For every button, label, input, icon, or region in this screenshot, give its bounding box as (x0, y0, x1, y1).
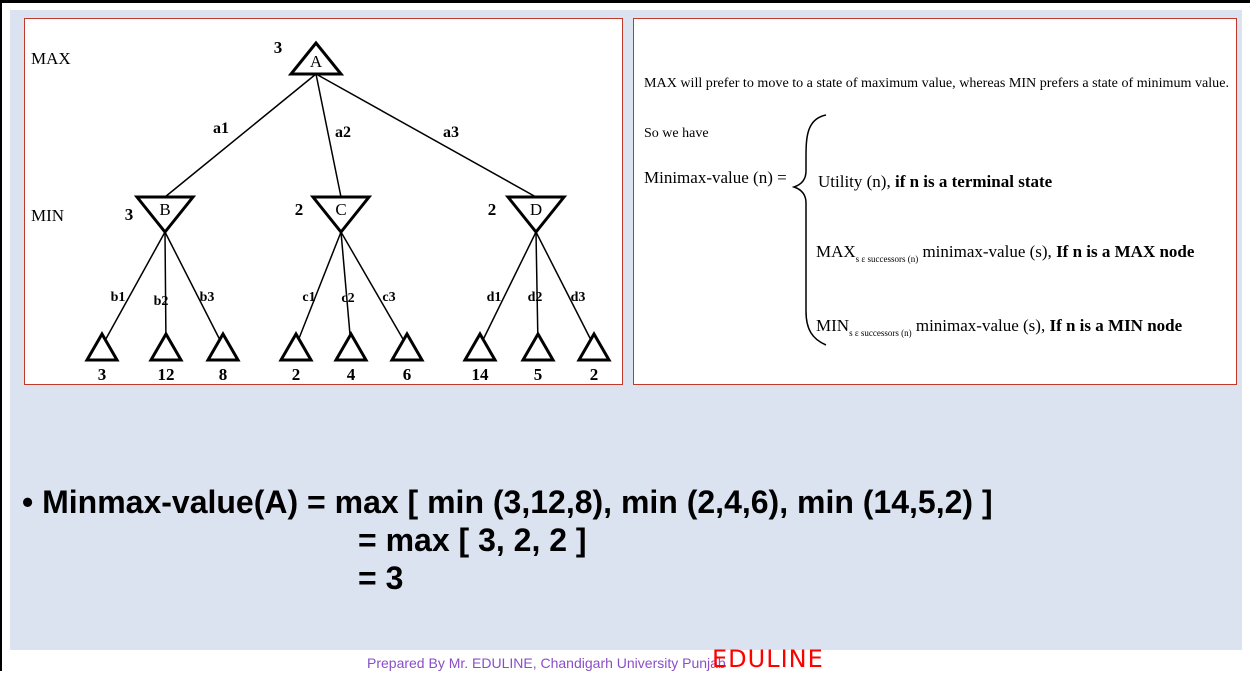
edge-b1 (101, 231, 166, 347)
leaf-node-1 (84, 330, 120, 362)
edge-label-c2: c2 (341, 291, 354, 306)
root-node-a (287, 40, 345, 76)
footer-brand: EDULINE (712, 645, 824, 673)
edge-label-b1: b1 (111, 290, 126, 305)
leaf-value-1: 3 (98, 365, 107, 384)
leaf-value-9: 2 (590, 365, 599, 384)
min-node-b (133, 195, 197, 235)
leaf-node-4 (278, 330, 314, 362)
definition-intro: MAX will prefer to move to a state of ma… (644, 75, 1229, 90)
edge-c1 (295, 231, 342, 347)
case3-subscript: s ε successors (n) (849, 328, 912, 338)
leaf-value-4: 2 (292, 365, 301, 384)
minimax-definition-box: MAX will prefer to move to a state of ma… (633, 18, 1237, 385)
node-b-label: B (159, 200, 170, 219)
definition-so-we-have: So we have (644, 126, 709, 141)
leaf-node-2 (148, 330, 184, 362)
case2-operator: MAX (816, 242, 856, 261)
edge-a2 (315, 73, 342, 198)
edge-label-c3: c3 (382, 290, 395, 305)
leaf-value-5: 4 (347, 365, 356, 384)
root-value: 3 (274, 38, 283, 57)
edge-b2 (164, 231, 167, 347)
min-level-label: MIN (31, 206, 64, 225)
case1-condition: if n is a terminal state (895, 172, 1053, 191)
edge-label-c1: c1 (302, 290, 315, 305)
case2-text: minimax-value (s), (918, 242, 1056, 261)
edge-label-d2: d2 (528, 290, 543, 305)
minimax-definition: MAX will prefer to move to a state of ma… (644, 75, 1229, 346)
edge-c3 (340, 231, 408, 347)
leaf-node-7 (462, 330, 498, 362)
edge-c2 (340, 231, 352, 347)
equation-line-3: = 3 (358, 560, 404, 596)
node-c-value: 2 (295, 200, 304, 219)
node-b-value: 3 (125, 205, 134, 224)
leaf-node-3 (205, 330, 241, 362)
leaf-node-9 (576, 330, 612, 362)
min-node-d (504, 195, 568, 235)
max-level-label: MAX (31, 49, 71, 68)
edge-a3 (315, 73, 537, 198)
footer-credit: Prepared By Mr. EDULINE, Chandigarh Univ… (367, 655, 726, 671)
leaf-value-2: 12 (158, 365, 175, 384)
case-max: MAXs ε successors (n) minimax-value (s),… (816, 242, 1195, 264)
edge-b3 (164, 231, 224, 347)
case3-condition: If n is a MIN node (1049, 316, 1182, 335)
edge-label-a3: a3 (443, 124, 459, 141)
node-d-value: 2 (488, 200, 497, 219)
left-border (0, 0, 2, 671)
equation-line-1: • Minmax-value(A) = max [ min (3,12,8), … (22, 484, 993, 520)
case1-text: Utility (n), (818, 172, 895, 191)
leaf-value-8: 5 (534, 365, 543, 384)
edge-label-b3: b3 (200, 290, 215, 305)
game-tree-diagram: A 3 B C D 3 2 2 MAX MIN a1 a2 a3 b1 b2 b… (31, 38, 612, 384)
root-label: A (310, 52, 323, 71)
edge-label-b2: b2 (154, 294, 169, 309)
edge-label-a2: a2 (335, 124, 351, 141)
case2-subscript: s ε successors (n) (856, 254, 919, 264)
node-d-label: D (530, 200, 542, 219)
edge-d2 (535, 231, 539, 347)
leaf-node-8 (520, 330, 556, 362)
leaf-node-6 (389, 330, 425, 362)
worked-equation: • Minmax-value(A) = max [ min (3,12,8), … (22, 483, 993, 597)
edge-a1 (164, 73, 317, 198)
case3-operator: MIN (816, 316, 849, 335)
leaf-value-7: 14 (472, 365, 490, 384)
definition-lhs: Minimax-value (n) = (644, 168, 787, 187)
leaf-value-3: 8 (219, 365, 228, 384)
case-min: MINs ε successors (n) minimax-value (s),… (816, 316, 1183, 338)
case2-condition: If n is a MAX node (1056, 242, 1195, 261)
leaf-value-6: 6 (403, 365, 412, 384)
edge-label-d3: d3 (571, 290, 586, 305)
leaf-node-5 (333, 330, 369, 362)
case3-text: minimax-value (s), (912, 316, 1050, 335)
game-tree-box: A 3 B C D 3 2 2 MAX MIN a1 a2 a3 b1 b2 b… (24, 18, 623, 385)
equation-line-2: = max [ 3, 2, 2 ] (358, 522, 587, 558)
edge-label-d1: d1 (487, 290, 502, 305)
cases-brace (791, 114, 827, 346)
case-terminal: Utility (n), if n is a terminal state (818, 172, 1053, 191)
node-c-label: C (335, 200, 346, 219)
min-node-c (309, 195, 373, 235)
top-border (0, 0, 1250, 3)
edge-d3 (535, 231, 595, 347)
edge-label-a1: a1 (213, 120, 229, 137)
edge-d1 (479, 231, 537, 347)
